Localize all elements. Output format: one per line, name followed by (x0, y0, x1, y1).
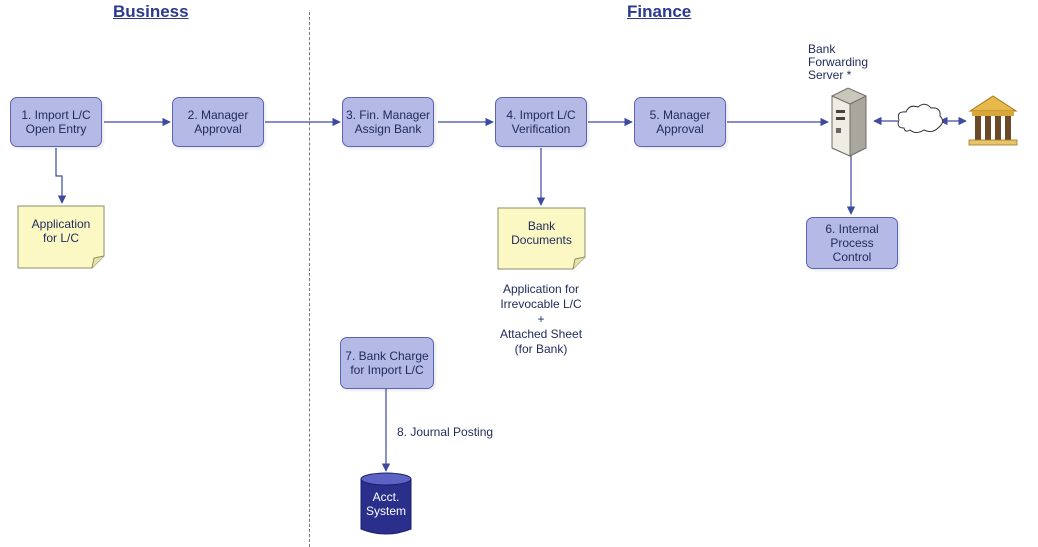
finance-lane-title: Finance (627, 2, 692, 21)
lane-divider (309, 12, 310, 547)
step-3-fin-manager-assign-bank[interactable]: 3. Fin. Manager Assign Bank (342, 97, 434, 147)
application-for-lc-document: Application for L/C (31, 217, 91, 245)
server-icon (831, 87, 867, 157)
bank-documents-contents-note: Application for Irrevocable L/C + Attach… (499, 282, 583, 356)
bank-building-icon (968, 95, 1018, 146)
step-5-manager-approval[interactable]: 5. Manager Approval (634, 97, 726, 147)
step-1-import-lc-open-entry[interactable]: 1. Import L/C Open Entry (10, 97, 102, 147)
bank-documents-document: Bank Documents (511, 219, 572, 247)
step-4-import-lc-verification[interactable]: 4. Import L/C Verification (495, 97, 587, 147)
database-cylinder (360, 472, 412, 535)
bank-documents-shape (497, 207, 586, 270)
arrow-1-to-application (55, 148, 67, 204)
business-lane-title: Business (113, 2, 189, 21)
journal-posting-label: 8. Journal Posting (397, 425, 494, 439)
step-2-manager-approval[interactable]: 2. Manager Approval (172, 97, 264, 147)
step-6-internal-process-control[interactable]: 6. Internal Process Control (806, 217, 898, 269)
bank-forwarding-server-label: Bank Forwarding Server * (808, 42, 869, 82)
acct-system-label: Acct. System (365, 490, 406, 518)
cloud-icon (897, 103, 944, 133)
application-document-shape (17, 205, 105, 269)
step-7-bank-charge[interactable]: 7. Bank Charge for Import L/C (340, 337, 434, 389)
